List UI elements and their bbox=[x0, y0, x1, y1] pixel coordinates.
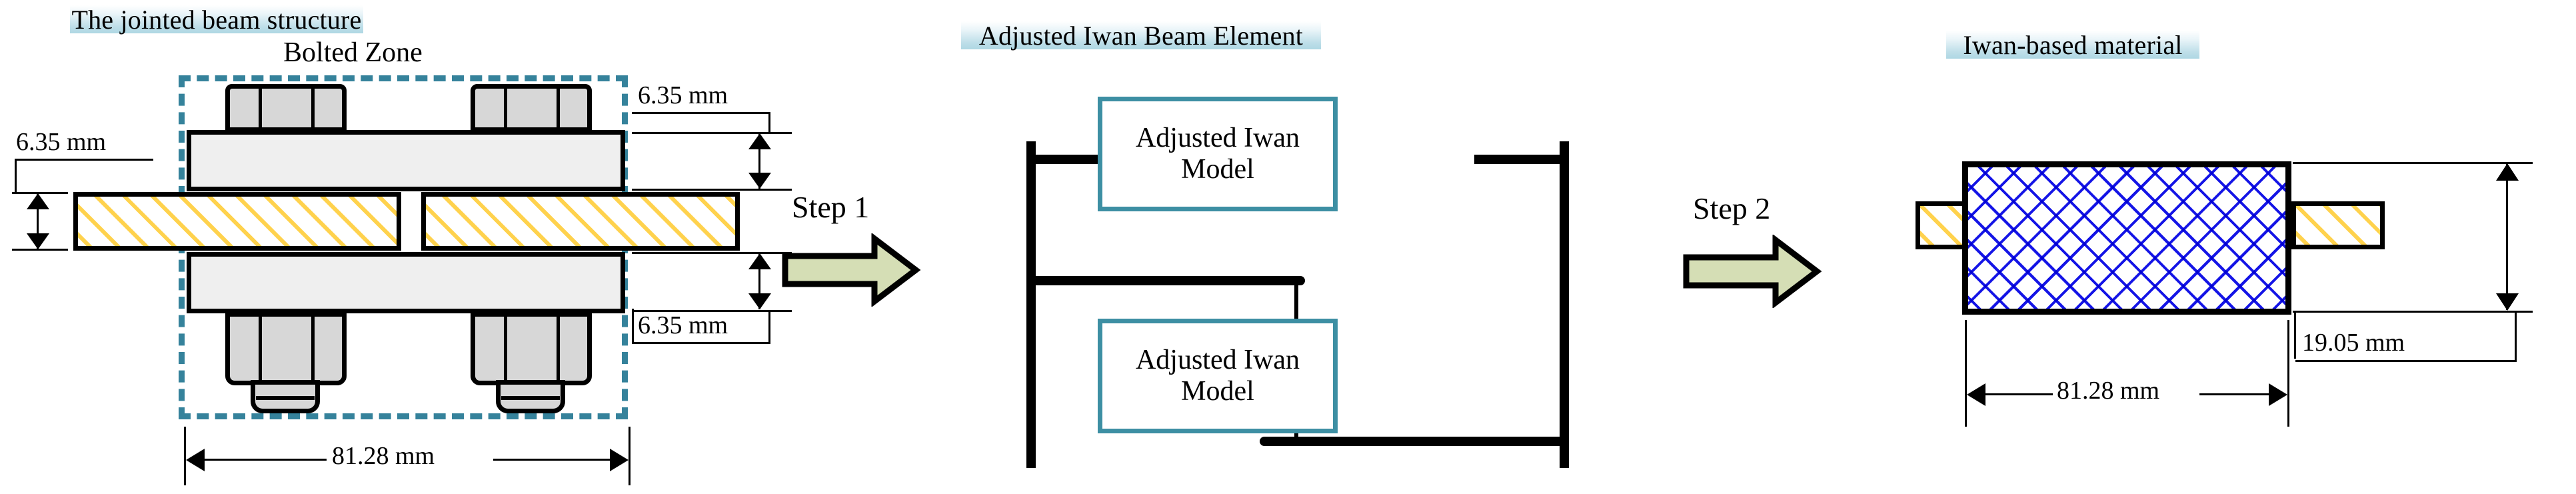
dim-arrowhead-plate-top-down bbox=[748, 173, 771, 189]
dim-ext-length-left bbox=[1965, 320, 1967, 427]
beam-left bbox=[73, 192, 401, 251]
dim-ext-overlap-left bbox=[184, 427, 186, 485]
dim-line-length-right-seg bbox=[2199, 393, 2281, 395]
dim-line-overlap-right-seg bbox=[493, 459, 620, 461]
panel-adjusted-iwan-beam-element: Adjusted Iwan Beam Element Adjusted Iwan… bbox=[933, 0, 1666, 494]
connector-middle-drop bbox=[1294, 283, 1298, 321]
dim-label-beam-thickness: 6.35 mm bbox=[16, 128, 107, 156]
dim-arrowhead-beam-down bbox=[27, 233, 49, 249]
bolt-head-top-left-facet-2 bbox=[311, 89, 315, 132]
iwan-model-box-lower-line1: Adjusted Iwan bbox=[1135, 344, 1300, 375]
dim-ext-beam-top bbox=[12, 192, 68, 194]
bolt-shank-bottom-right bbox=[471, 312, 592, 385]
bolt-head-top-right-facet-1 bbox=[504, 89, 507, 132]
bolt-shank-bottom-left-facet-1 bbox=[259, 312, 262, 381]
panel-jointed-beam-structure: The jointed beam structure Bolted Zone 6… bbox=[0, 0, 792, 494]
dim-line-overlap-left-seg bbox=[193, 459, 327, 461]
dim-ext-plate-top-upper bbox=[632, 132, 792, 134]
dim-ext-plate-bottom-upper bbox=[632, 252, 792, 254]
dim-ext-length-right bbox=[2287, 320, 2289, 427]
dim-ext-height-bottom bbox=[2293, 311, 2533, 313]
bolt-shank-bottom-left bbox=[225, 312, 347, 385]
dim-arrowline-plate-bottom bbox=[758, 253, 760, 309]
dim-arrowhead-height-up bbox=[2496, 163, 2519, 181]
dim-line-length-left-seg bbox=[1973, 393, 2053, 395]
dim-arrowhead-plate-bottom-down bbox=[748, 293, 771, 309]
dim-ext-plate-bottom-lower bbox=[632, 310, 792, 312]
frame-left-post bbox=[1026, 141, 1036, 468]
dim-leader-beam-thickness bbox=[15, 159, 153, 161]
step2-label: Step 2 bbox=[1693, 191, 1771, 225]
dim-leader-plate-bottom bbox=[632, 342, 770, 344]
panel3-title: Iwan-based material bbox=[1946, 30, 2199, 60]
bolt-shank-bottom-right-facet-2 bbox=[557, 312, 560, 381]
dim-ext-plate-bottom-drop bbox=[768, 310, 770, 342]
dim-arrowhead-plate-bottom-up bbox=[748, 253, 771, 269]
right-arrow-icon bbox=[782, 233, 921, 307]
dim-arrowline-plate-top bbox=[758, 133, 760, 189]
step1-group: Step 1 bbox=[766, 0, 933, 494]
iwan-model-box-upper-line1: Adjusted Iwan bbox=[1135, 122, 1300, 153]
iwan-model-box-lower-line2: Model bbox=[1181, 376, 1254, 407]
dim-ext-height-right bbox=[2515, 311, 2517, 361]
beam-right bbox=[421, 192, 740, 251]
dim-arrowhead-plate-top-up bbox=[748, 133, 771, 149]
dim-ext-plate-top bbox=[768, 112, 770, 133]
right-arrow-icon bbox=[1683, 235, 1822, 308]
dim-label-length: 81.28 mm bbox=[2053, 378, 2164, 403]
iwan-model-box-upper-line2: Model bbox=[1181, 154, 1254, 185]
dim-ext-beam-thickness bbox=[15, 159, 17, 193]
beam-stub-right bbox=[2291, 201, 2385, 249]
dim-label-plate-top: 6.35 mm bbox=[638, 81, 728, 109]
bolt-thread-bottom-right-line bbox=[501, 396, 560, 400]
dim-arrowhead-overlap-left bbox=[186, 449, 205, 471]
dim-ext-beam-bottom bbox=[12, 249, 68, 251]
connector-top-left bbox=[1026, 155, 1113, 164]
dim-arrowhead-overlap-right bbox=[610, 449, 629, 471]
cover-plate-top bbox=[187, 130, 625, 191]
panel1-subtitle: Bolted Zone bbox=[283, 37, 423, 68]
dim-arrowline-beam bbox=[37, 193, 39, 249]
bolt-thread-bottom-left-line bbox=[256, 396, 315, 400]
dim-label-overlap: 81.28 mm bbox=[328, 443, 439, 469]
dim-ext-plate-bottom-left bbox=[632, 309, 634, 343]
dim-arrowhead-length-right bbox=[2269, 383, 2287, 406]
dim-ext-height-drop bbox=[2294, 311, 2296, 359]
bolt-head-top-right-facet-2 bbox=[557, 89, 560, 132]
iwan-material-block bbox=[1962, 161, 2291, 315]
bolt-head-top-left-facet-1 bbox=[259, 89, 262, 132]
dim-ext-overlap-right bbox=[629, 427, 631, 485]
dim-leader-height bbox=[2295, 360, 2517, 362]
bolt-shank-bottom-right-facet-1 bbox=[504, 312, 507, 381]
dim-arrowline-height bbox=[2506, 163, 2508, 310]
cover-plate-bottom bbox=[187, 252, 625, 313]
panel-iwan-based-material: Iwan-based material 19.05 mm 81.28 mm bbox=[1840, 0, 2576, 494]
dim-label-plate-bottom: 6.35 mm bbox=[638, 311, 728, 339]
connector-top-right bbox=[1474, 155, 1569, 164]
connector-middle-left bbox=[1026, 276, 1305, 285]
step2-group: Step 2 bbox=[1666, 0, 1840, 494]
dim-arrowhead-beam-up bbox=[27, 193, 49, 209]
dim-leader-plate-top bbox=[632, 112, 770, 114]
iwan-model-box-upper[interactable]: Adjusted Iwan Model bbox=[1098, 97, 1338, 211]
dim-arrowhead-length-left bbox=[1967, 383, 1985, 406]
dim-arrowhead-height-down bbox=[2496, 293, 2519, 311]
bolt-head-top-left bbox=[225, 84, 347, 132]
bolt-head-top-right bbox=[471, 84, 592, 132]
step1-label: Step 1 bbox=[792, 190, 870, 224]
dim-ext-plate-top-lower bbox=[632, 189, 792, 191]
frame-right-post bbox=[1560, 141, 1569, 468]
panel2-title: Adjusted Iwan Beam Element bbox=[961, 21, 1321, 51]
connector-bottom-right bbox=[1260, 437, 1569, 446]
dim-ext-height-top bbox=[2293, 162, 2533, 164]
dim-label-height: 19.05 mm bbox=[2302, 329, 2405, 357]
bolt-shank-bottom-left-facet-2 bbox=[311, 312, 315, 381]
panel1-title: The jointed beam structure bbox=[70, 5, 363, 35]
iwan-model-box-lower[interactable]: Adjusted Iwan Model bbox=[1098, 319, 1338, 433]
